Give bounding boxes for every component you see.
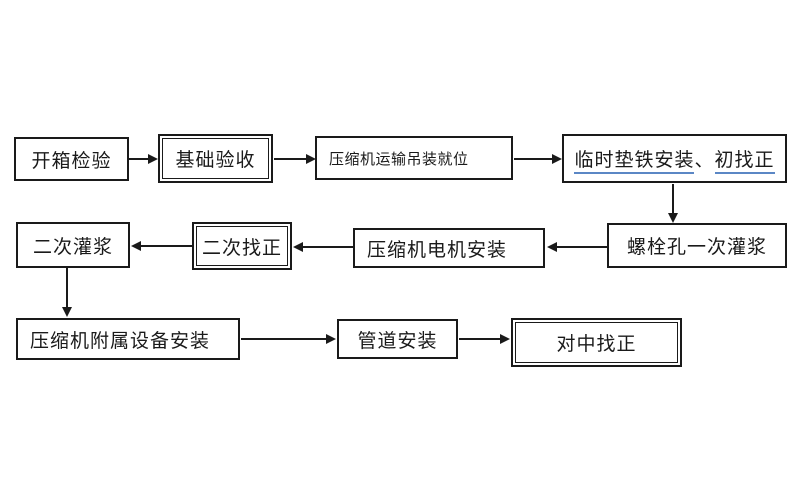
node-label: 压缩机附属设备安装 <box>30 330 211 352</box>
arrow-open-box-to-foundation <box>129 154 158 164</box>
node-label: 压缩机电机安装 <box>367 239 508 261</box>
node-label: 基础验收 <box>175 150 256 171</box>
double-border-inner: 基础验收 <box>162 138 269 179</box>
node-label: 开箱检验 <box>31 150 112 172</box>
node-transport-hoisting: 压缩机运输吊装就位 <box>315 136 513 180</box>
node-label: 二次找正 <box>201 237 282 259</box>
node-temp-shim-install-initial-alignment: 临时垫铁安装、初找正 <box>562 134 787 183</box>
node-auxiliary-equipment-install: 压缩机附属设备安装 <box>16 318 240 360</box>
node-label: 对中找正 <box>556 334 637 355</box>
arrow-bolt-grouting-to-motor <box>547 242 607 252</box>
arrow-secondary-grouting-to-auxiliary <box>62 268 72 317</box>
arrow-motor-to-secondary-alignment <box>293 242 353 252</box>
arrow-foundation-to-transport <box>274 154 316 164</box>
node-open-box-inspection: 开箱检验 <box>14 137 129 181</box>
arrow-auxiliary-to-piping <box>241 334 336 344</box>
separator-text: 、 <box>694 150 715 171</box>
arrow-secondary-alignment-to-secondary-grouting <box>131 241 192 251</box>
double-border-inner: 二次找正 <box>196 226 288 266</box>
node-bolt-hole-first-grouting: 螺栓孔一次灌浆 <box>607 223 787 268</box>
node-label: 压缩机运输吊装就位 <box>329 150 469 168</box>
node-piping-install: 管道安装 <box>337 319 458 359</box>
node-label: 临时垫铁安装、初找正 <box>574 145 775 174</box>
node-label: 管道安装 <box>357 330 438 352</box>
underlined-text: 临时垫铁安装 <box>574 150 695 174</box>
node-secondary-grouting: 二次灌浆 <box>16 222 130 268</box>
arrow-piping-to-center-alignment <box>459 334 510 344</box>
double-border-inner: 对中找正 <box>515 322 678 363</box>
node-secondary-alignment: 二次找正 <box>192 222 292 270</box>
arrow-transport-to-temp-shim <box>514 154 562 164</box>
node-label: 二次灌浆 <box>32 236 113 258</box>
node-center-alignment: 对中找正 <box>511 318 682 367</box>
node-foundation-acceptance: 基础验收 <box>158 134 273 183</box>
underlined-text: 初找正 <box>714 150 775 174</box>
node-label: 螺栓孔一次灌浆 <box>626 237 767 258</box>
node-compressor-motor-install: 压缩机电机安装 <box>353 228 545 268</box>
arrow-temp-shim-to-bolt-grouting <box>668 184 678 223</box>
